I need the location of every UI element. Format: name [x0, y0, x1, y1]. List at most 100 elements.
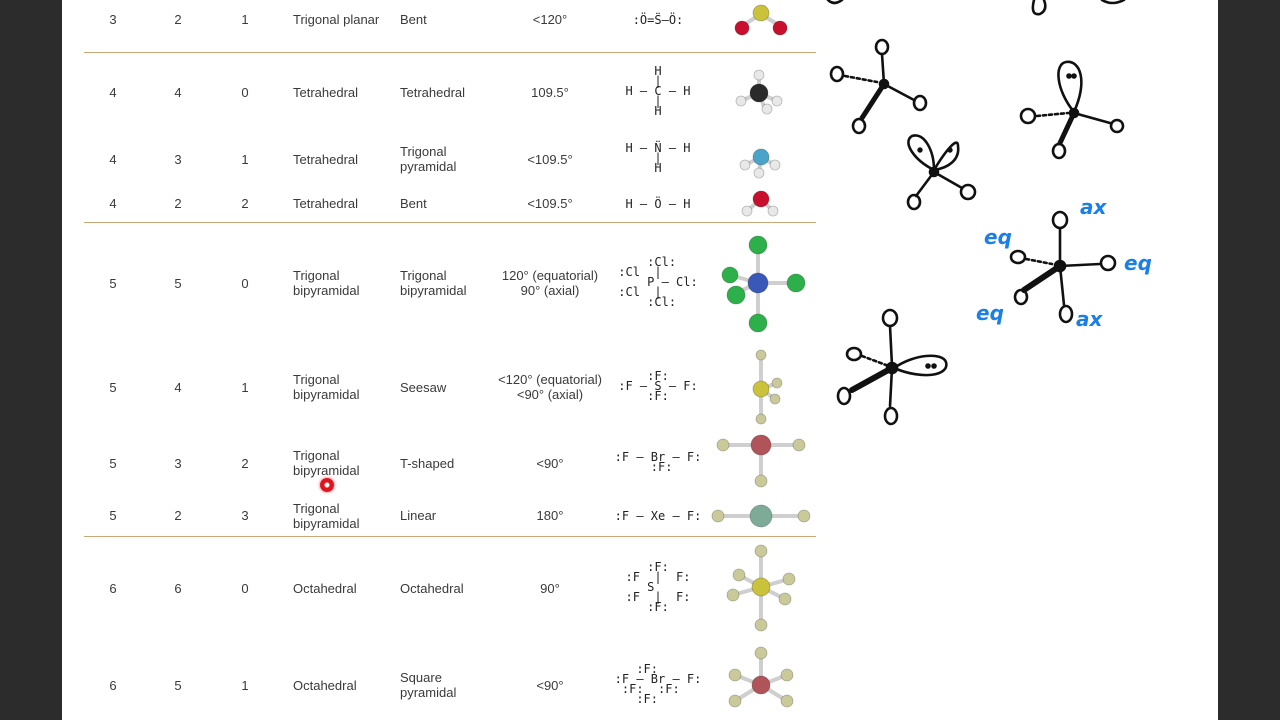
lone-pairs-cell: 1 [241, 379, 249, 395]
label-eq-2: eq [1124, 251, 1152, 275]
sketch-bent [906, 134, 977, 211]
left-frame [0, 0, 62, 720]
bonding-domains-cell: 6 [174, 580, 182, 596]
ball-and-stick-model-cell [706, 52, 816, 132]
ball-and-stick-model [721, 235, 806, 333]
electron-geometry-cell: Tetrahedral [293, 84, 359, 100]
laser-pointer [320, 478, 334, 492]
ball-and-stick-model-cell [706, 536, 816, 640]
ball-and-stick-model [734, 4, 788, 36]
molecular-geometry-cell: Square pyramidal [400, 670, 457, 700]
ball-and-stick-model [739, 148, 781, 179]
electron-geometry-cell: Trigonal planar [276, 0, 400, 53]
lewis-structure: :F: :F — Br — F: :F: :F: :F: [614, 662, 702, 706]
lone-pairs-cell: 1 [241, 151, 249, 167]
sketch-tetrahedral-1 [829, 38, 928, 135]
electron-domains-cell: 6 [109, 580, 117, 596]
bond-angle-cell: 120° (equatorial) 90° (axial) [501, 268, 599, 299]
ball-and-stick-model-cell [706, 0, 816, 53]
lewis-structure-cell: :Cl: :Cl | P — Cl: :Cl | :Cl: [610, 222, 706, 344]
lewis-structure-cell: H — Ö — H [610, 186, 706, 223]
ball-and-stick-model [726, 544, 796, 632]
electron-domains-cell: 5 [84, 496, 142, 537]
bond-angle-cell: <109.5° [490, 186, 610, 223]
bonding-domains-cell: 3 [174, 455, 182, 471]
ball-and-stick-model-cell [706, 496, 816, 537]
molecular-geometry-cell: Tetrahedral [400, 84, 466, 100]
lewis-structure-cell: :F: :F — S — F: :F: [610, 344, 706, 430]
lone-pairs-cell: 0 [241, 580, 249, 596]
molecular-geometry-cell: Bent [400, 0, 490, 53]
bond-angle-cell: 109.5° [531, 84, 569, 100]
electron-domains-cell: 4 [84, 186, 142, 223]
electron-geometry-cell: Trigonal bipyramidal [293, 372, 360, 402]
bond-angle-cell: <109.5° [527, 151, 573, 167]
electron-domains-cell: 5 [109, 455, 117, 471]
label-eq-3: eq [976, 301, 1004, 325]
bond-angle-cell: <90° [536, 455, 564, 471]
bonding-domains-cell: 5 [174, 275, 182, 291]
bonding-domains-cell: 4 [174, 379, 182, 395]
lewis-structure-cell: :F: :F — Br — F: :F: :F: :F: [610, 640, 706, 720]
ball-and-stick-model [752, 349, 783, 425]
electron-geometry-cell: Trigonal bipyramidal [276, 496, 400, 537]
lewis-structure: :F — Br — F: :F: [614, 450, 702, 474]
ball-and-stick-model-cell [706, 222, 816, 344]
lewis-structure-cell: H — N̈ — H | H [610, 132, 706, 186]
ball-and-stick-model-cell [706, 640, 816, 720]
label-eq-1: eq [984, 225, 1012, 249]
electron-geometry-cell: Trigonal bipyramidal [293, 268, 360, 299]
sketch-seesaw [836, 308, 948, 426]
ball-and-stick-model [741, 190, 779, 217]
sketch-trigonal-bipyramidal [1009, 210, 1117, 324]
lewis-structure: :Cl: :Cl | P — Cl: :Cl | :Cl: [618, 255, 698, 310]
lewis-structure-cell: :F — Br — F: :F: [610, 430, 706, 496]
ball-and-stick-model [716, 434, 806, 488]
ball-and-stick-model-cell [706, 344, 816, 430]
electron-domains-cell: 4 [109, 84, 117, 100]
electron-geometry-cell: Tetrahedral [293, 151, 359, 167]
lewis-structure: :F — Xe — F: [614, 509, 702, 524]
molecular-geometry-cell: Linear [400, 496, 490, 537]
electron-domains-cell: 5 [109, 379, 117, 395]
lewis-structure-cell: :Ö=S̈—Ö: [610, 0, 706, 53]
lewis-structure-cell: :F: :F | F: S :F | F: :F: [610, 536, 706, 640]
ball-and-stick-model-cell [706, 186, 816, 223]
label-ax-2: ax [1076, 307, 1103, 331]
lewis-structure: :Ö=S̈—Ö: [632, 13, 684, 28]
electron-geometry-cell: Trigonal bipyramidal [293, 448, 360, 478]
molecular-geometry-cell: T-shaped [400, 455, 455, 471]
bond-angle-cell: 90° [540, 580, 560, 596]
label-ax-1: ax [1080, 195, 1107, 219]
lone-pairs-cell: 1 [214, 0, 276, 53]
bond-angle-cell: <120° [490, 0, 610, 53]
bonding-domains-cell: 2 [142, 496, 214, 537]
lone-pairs-cell: 1 [241, 677, 249, 693]
lone-pairs-cell: 0 [241, 84, 249, 100]
lewis-structure-cell: H | H — C — H | H [610, 52, 706, 132]
electron-domains-cell: 3 [84, 0, 142, 53]
right-frame [1218, 0, 1280, 720]
bonding-domains-cell: 2 [142, 186, 214, 223]
ball-and-stick-model-cell [706, 132, 816, 186]
molecular-geometry-cell: Trigonal bipyramidal [400, 268, 467, 299]
bond-angle-cell: 180° [490, 496, 610, 537]
ball-and-stick-model [735, 69, 783, 115]
ball-and-stick-model [728, 646, 794, 708]
molecular-geometry-cell: Trigonal pyramidal [400, 144, 457, 174]
lewis-structure-cell: :F — Xe — F: [610, 496, 706, 537]
electron-geometry-cell: Octahedral [293, 580, 357, 596]
bonding-domains-cell: 4 [174, 84, 182, 100]
lewis-structure: :F: :F | F: S :F | F: :F: [625, 560, 691, 615]
bonding-domains-cell: 5 [174, 677, 182, 693]
lewis-structure: H — N̈ — H | H [625, 141, 691, 175]
